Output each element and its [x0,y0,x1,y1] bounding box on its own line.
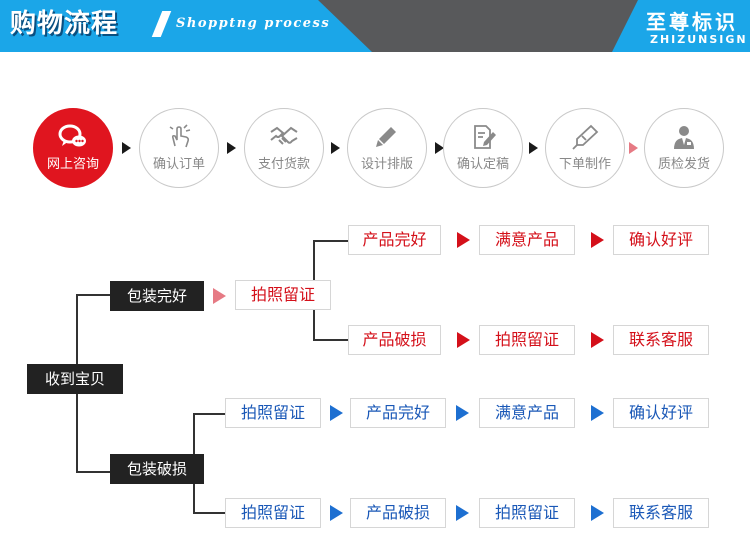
connector-line [193,512,226,514]
step-inspect-ship: 质检发货 [644,108,724,188]
flow-arrow [591,405,604,421]
take-photo-box: 拍照留证 [225,398,321,428]
satisfied-product-box: 满意产品 [479,225,575,255]
step-confirm-draft: 确认定稿 [443,108,523,188]
step-label: 确认定稿 [456,157,509,172]
connector-line [76,294,111,296]
chat-icon [58,124,86,147]
confirm-review-box: 确认好评 [613,398,709,428]
connector-line [193,413,226,415]
product-intact-box: 产品完好 [350,398,446,428]
flow-arrow [456,405,469,421]
step-label: 网上咨询 [46,157,99,172]
page-title: 购物流程 [10,9,119,39]
step-arrow [435,142,444,154]
satisfied-product-box: 满意产品 [479,398,575,428]
step-label: 下单制作 [558,157,611,172]
take-photo-box: 拍照留证 [235,280,331,310]
flow-arrow [591,332,604,348]
step-arrow [529,142,538,154]
package-intact-box: 包装完好 [110,281,204,311]
flow-arrow [591,505,604,521]
pencil-icon [376,127,396,147]
product-intact-box: 产品完好 [348,225,441,255]
confirm-review-box: 确认好评 [613,225,709,255]
package-damaged-box: 包装破损 [110,454,204,484]
step-arrow [331,142,340,154]
flow-arrow [330,505,343,521]
document-edit-icon [474,125,496,149]
step-label: 确认订单 [152,157,205,172]
connector-line [313,240,349,242]
flow-arrow [456,505,469,521]
page-subtitle: Shopptng process [176,16,331,31]
step-confirm-order: 确认订单 [139,108,219,188]
handshake-icon [270,126,298,145]
connector-line [313,339,349,341]
hand-click-icon [169,124,191,148]
step-arrow [227,142,236,154]
product-damaged-box: 产品破损 [350,498,446,528]
flow-arrow [457,232,470,248]
take-photo-box: 拍照留证 [479,325,575,355]
header-brand-panel [612,0,750,52]
take-photo-box: 拍照留证 [479,498,575,528]
product-damaged-box: 产品破损 [348,325,441,355]
flow-arrow [457,332,470,348]
inspector-icon [674,126,694,149]
step-design-layout: 设计排版 [347,108,427,188]
flow-arrow [213,288,226,304]
step-payment: 支付货款 [244,108,324,188]
flow-arrow [591,232,604,248]
step-label: 质检发货 [657,157,710,172]
contact-support-box: 联系客服 [613,325,709,355]
brand-name: 至尊标识 [646,10,738,34]
step-online-consult: 网上咨询 [33,108,113,188]
connector-line [76,471,111,473]
brand-name-en: ZHIZUNSIGN [650,33,748,46]
received-goods-box: 收到宝贝 [27,364,123,394]
flow-arrow [330,405,343,421]
step-label: 支付货款 [257,157,310,172]
pen-icon [572,124,599,150]
header-title-panel [0,0,372,52]
take-photo-box: 拍照留证 [225,498,321,528]
contact-support-box: 联系客服 [613,498,709,528]
step-arrow [122,142,131,154]
step-arrow [629,142,638,154]
step-label: 设计排版 [360,157,413,172]
step-production: 下单制作 [545,108,625,188]
